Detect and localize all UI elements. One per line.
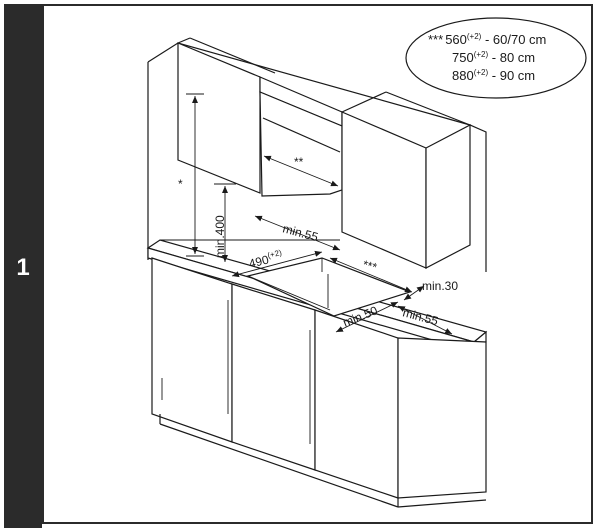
dim-triple-star: *** xyxy=(329,257,413,293)
dim-triple-star-label: *** xyxy=(361,257,378,274)
legend-line-1: ***560(+2) - 60/70 cm xyxy=(428,32,546,47)
dim-min-55-back: min.55 xyxy=(254,215,341,251)
base-cabinets xyxy=(151,257,487,508)
dim-490: 490(+2) xyxy=(231,248,323,278)
dim-min-400-label: min.400 xyxy=(213,215,227,258)
dim-490-label: 490(+2) xyxy=(247,248,284,271)
dim-star: * xyxy=(178,93,204,257)
dim-min-400: min.400 xyxy=(213,183,236,262)
dim-star-label: * xyxy=(178,177,183,191)
legend-line-3: 880(+2) - 90 cm xyxy=(452,68,535,83)
dim-min-55-back-label: min.55 xyxy=(281,221,320,244)
step-sidebar: 1 xyxy=(4,4,42,528)
upper-cabinet-hood xyxy=(259,76,343,197)
step-number: 1 xyxy=(16,254,30,281)
upper-cabinet-right xyxy=(341,91,471,269)
dim-min-30-label: min.30 xyxy=(422,279,458,293)
dim-double-star: ** xyxy=(263,155,339,187)
legend: ***560(+2) - 60/70 cm 750(+2) - 80 cm 88… xyxy=(405,17,587,99)
dim-double-star-label: ** xyxy=(294,155,304,169)
dim-min-30: min.30 xyxy=(403,279,458,301)
legend-line-2: 750(+2) - 80 cm xyxy=(452,50,535,65)
upper-cabinet-left xyxy=(177,37,276,194)
